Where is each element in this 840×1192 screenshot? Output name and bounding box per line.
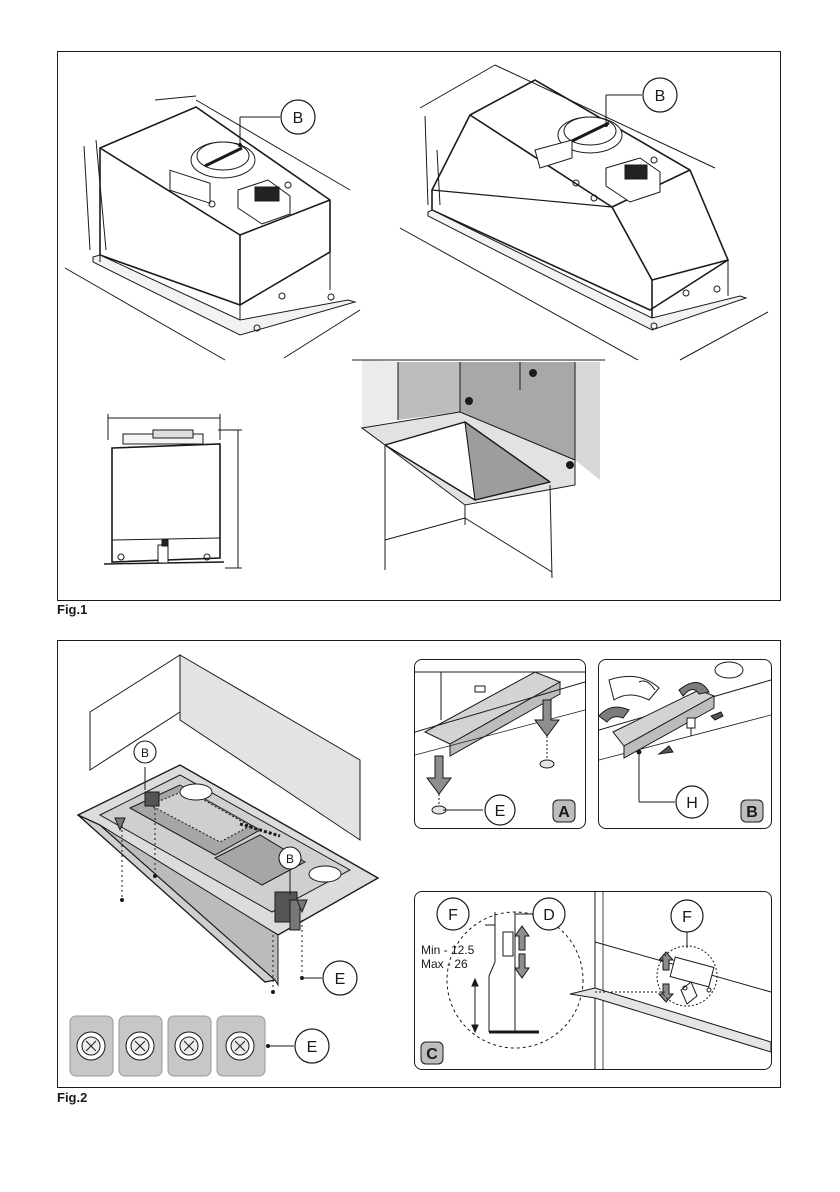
callout-d-label: D — [543, 907, 555, 924]
panel-b-badge: B — [746, 804, 758, 821]
callout-e-label: E — [335, 971, 346, 988]
detail-panel-a: E A — [414, 659, 586, 829]
callout-f-label: F — [682, 909, 692, 926]
min-adjustment-label: Min - 12.5 — [421, 943, 475, 957]
fig2-label: Fig.2 — [57, 1090, 87, 1105]
detail-panel-b: H B — [598, 659, 772, 829]
callout-b-label: B — [141, 746, 149, 760]
screws-row — [70, 1016, 294, 1076]
max-adjustment-label: Max - 26 — [421, 957, 468, 971]
callout-e-label: E — [495, 803, 506, 820]
callout-f-label: F — [448, 907, 458, 924]
screw-icon — [168, 1016, 211, 1076]
callout-e-main: E — [323, 961, 357, 995]
callout-h-label: H — [686, 795, 698, 812]
screw-icon — [70, 1016, 113, 1076]
screw-icon — [119, 1016, 162, 1076]
callout-e-screws: E — [295, 1029, 329, 1063]
panel-a-badge: A — [558, 804, 570, 821]
detail-panel-c: F D F Min - 12.5 Max - 26 C — [414, 891, 772, 1070]
callout-b-label: B — [286, 852, 294, 866]
panel-c-badge: C — [426, 1046, 438, 1063]
screw-icon — [217, 1016, 265, 1076]
callout-e-label: E — [307, 1039, 318, 1056]
